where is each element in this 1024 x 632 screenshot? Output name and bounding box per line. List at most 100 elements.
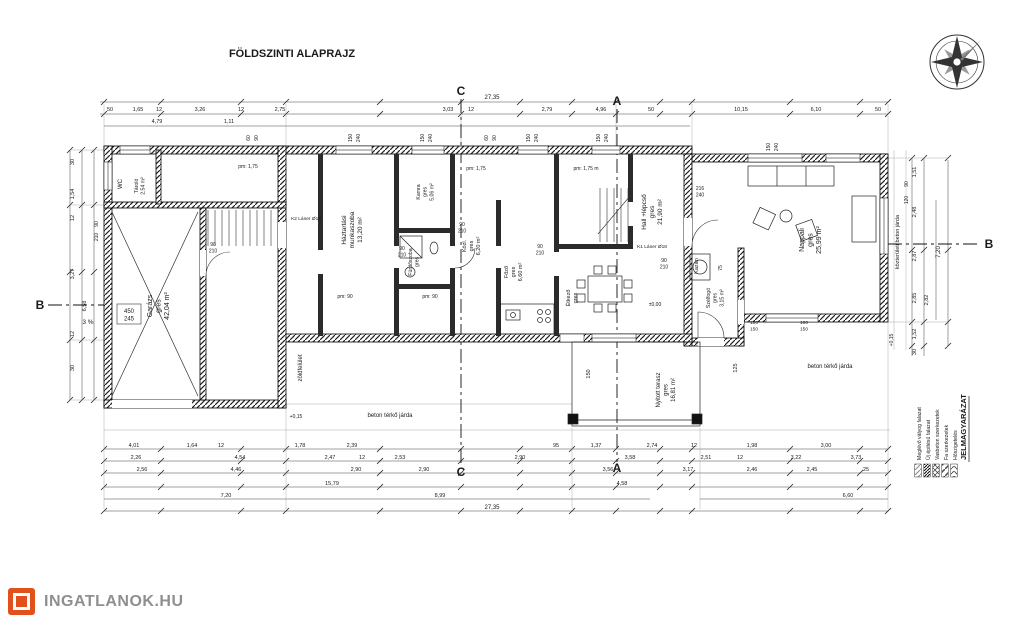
dimension-label: 2,56 xyxy=(137,467,148,473)
dimension-label: 90 xyxy=(254,135,260,141)
dimension-tick xyxy=(237,445,245,453)
dimension-label: 50 xyxy=(648,107,654,113)
dimension-tick xyxy=(688,457,696,465)
dimension-tick xyxy=(376,98,384,106)
stairs xyxy=(207,188,631,246)
dimension-tick xyxy=(516,469,524,477)
dimension-label: 1,11 xyxy=(224,119,234,125)
dimension-tick xyxy=(884,98,892,106)
dimension-tick xyxy=(157,445,165,453)
room-label-fozo: Főzőgres6,60 m² xyxy=(504,263,524,282)
dimension-label: 12 xyxy=(691,443,697,449)
dimension-label: 1,51 xyxy=(912,167,918,178)
toilet xyxy=(429,241,439,255)
section-marker-a-bottom: A xyxy=(613,461,622,475)
page-title: FÖLDSZINTI ALAPRAJZ xyxy=(229,47,355,60)
room-label-furdoszoba: Fürdőszobagres xyxy=(408,248,421,276)
dimension-label: 12 xyxy=(70,215,76,221)
dimension-label: 6,60 xyxy=(843,493,854,499)
dimension-label: 90 xyxy=(492,135,498,141)
dimension-label: 2,75 xyxy=(275,107,286,113)
dimension-tick xyxy=(786,98,794,106)
dimension-label: 90 xyxy=(94,221,100,227)
dimension-label: 3,17 xyxy=(683,467,694,473)
level-mark: +0,15 xyxy=(889,333,895,346)
dimension-label: 240 xyxy=(356,134,362,143)
compass-needle xyxy=(957,40,981,62)
dimension-label: 3,03 xyxy=(443,107,454,113)
watermark-text: INGATLANOK.HU xyxy=(44,592,184,610)
dimension-label: 50 xyxy=(107,107,113,113)
dimension-label: 1,37 xyxy=(591,443,602,449)
cabinet xyxy=(851,195,877,243)
dimension-label: 3,26 xyxy=(195,107,206,113)
level-mark: ±0,00 xyxy=(649,302,662,308)
furniture xyxy=(399,165,877,335)
dimension-label: 150 xyxy=(766,143,772,152)
legend-item-label: Fa szerkezetek xyxy=(944,424,950,460)
dimension-tick xyxy=(786,457,794,465)
slope-label: 3 % xyxy=(82,319,93,326)
legend-item-label: Új építésű falazat xyxy=(925,419,932,460)
dimension-tick xyxy=(90,268,98,276)
dimension-tick xyxy=(908,342,916,350)
room-label-szelfogo: Szélfogógres3,15 m² xyxy=(706,288,725,308)
dimension-tick xyxy=(612,507,620,515)
dimension-label: 3,00 xyxy=(821,443,832,449)
dimension-label: 240 xyxy=(428,134,434,143)
dimension-label: 30 xyxy=(70,159,76,165)
dimension-label: 2,45 xyxy=(807,467,818,473)
dimension-tick xyxy=(237,110,245,118)
dimension-tick xyxy=(157,98,165,106)
dimension-tick xyxy=(856,483,864,491)
dimension-label: 1,78 xyxy=(295,443,306,449)
dimension-label: 2,26 xyxy=(131,455,142,461)
dimension-label: 4,58 xyxy=(617,481,628,487)
terrace-column xyxy=(691,413,703,425)
dimension-label: 3,73 xyxy=(851,455,862,461)
dimension-label: 4,46 xyxy=(231,467,242,473)
dimension-label: 150 xyxy=(596,134,602,143)
dimension-label: 1,64 xyxy=(187,443,198,449)
dimension-tick xyxy=(856,507,864,515)
dimension-tick xyxy=(908,246,916,254)
dimension-tick xyxy=(856,110,864,118)
dimension-tick xyxy=(78,268,86,276)
legend-swatch-p2 xyxy=(923,463,931,478)
dimension-tick xyxy=(786,483,794,491)
dimension-label: 2,79 xyxy=(542,107,553,113)
dimension-label: 2,74 xyxy=(647,443,658,449)
dimension-tick xyxy=(688,483,696,491)
legend-item-label: Vasbeton szerkezetek xyxy=(935,409,941,460)
dimension-tick xyxy=(786,110,794,118)
legend-swatch-p1 xyxy=(914,463,922,478)
dimension-label: 30 xyxy=(912,349,918,355)
dimension-tick xyxy=(282,507,290,515)
dimension-label: 2,47 xyxy=(325,455,336,461)
legend-item-label: Hőszigetelés xyxy=(953,430,959,460)
ingatlanok-logo-icon xyxy=(8,588,35,615)
dimension-tick xyxy=(612,469,620,477)
dimension-label: 6,58 xyxy=(82,301,88,312)
dimension-tick xyxy=(66,268,74,276)
compass-rose-icon xyxy=(929,34,985,90)
dimension-tick xyxy=(856,98,864,106)
dimension-tick xyxy=(237,469,245,477)
dimension-label: K1 Láner Ø18 xyxy=(637,244,667,250)
terrace-outline xyxy=(567,341,703,427)
dimension-tick xyxy=(157,457,165,465)
dimension-tick xyxy=(884,507,892,515)
dimension-label: 240 xyxy=(534,134,540,143)
dimension-tick xyxy=(568,110,576,118)
